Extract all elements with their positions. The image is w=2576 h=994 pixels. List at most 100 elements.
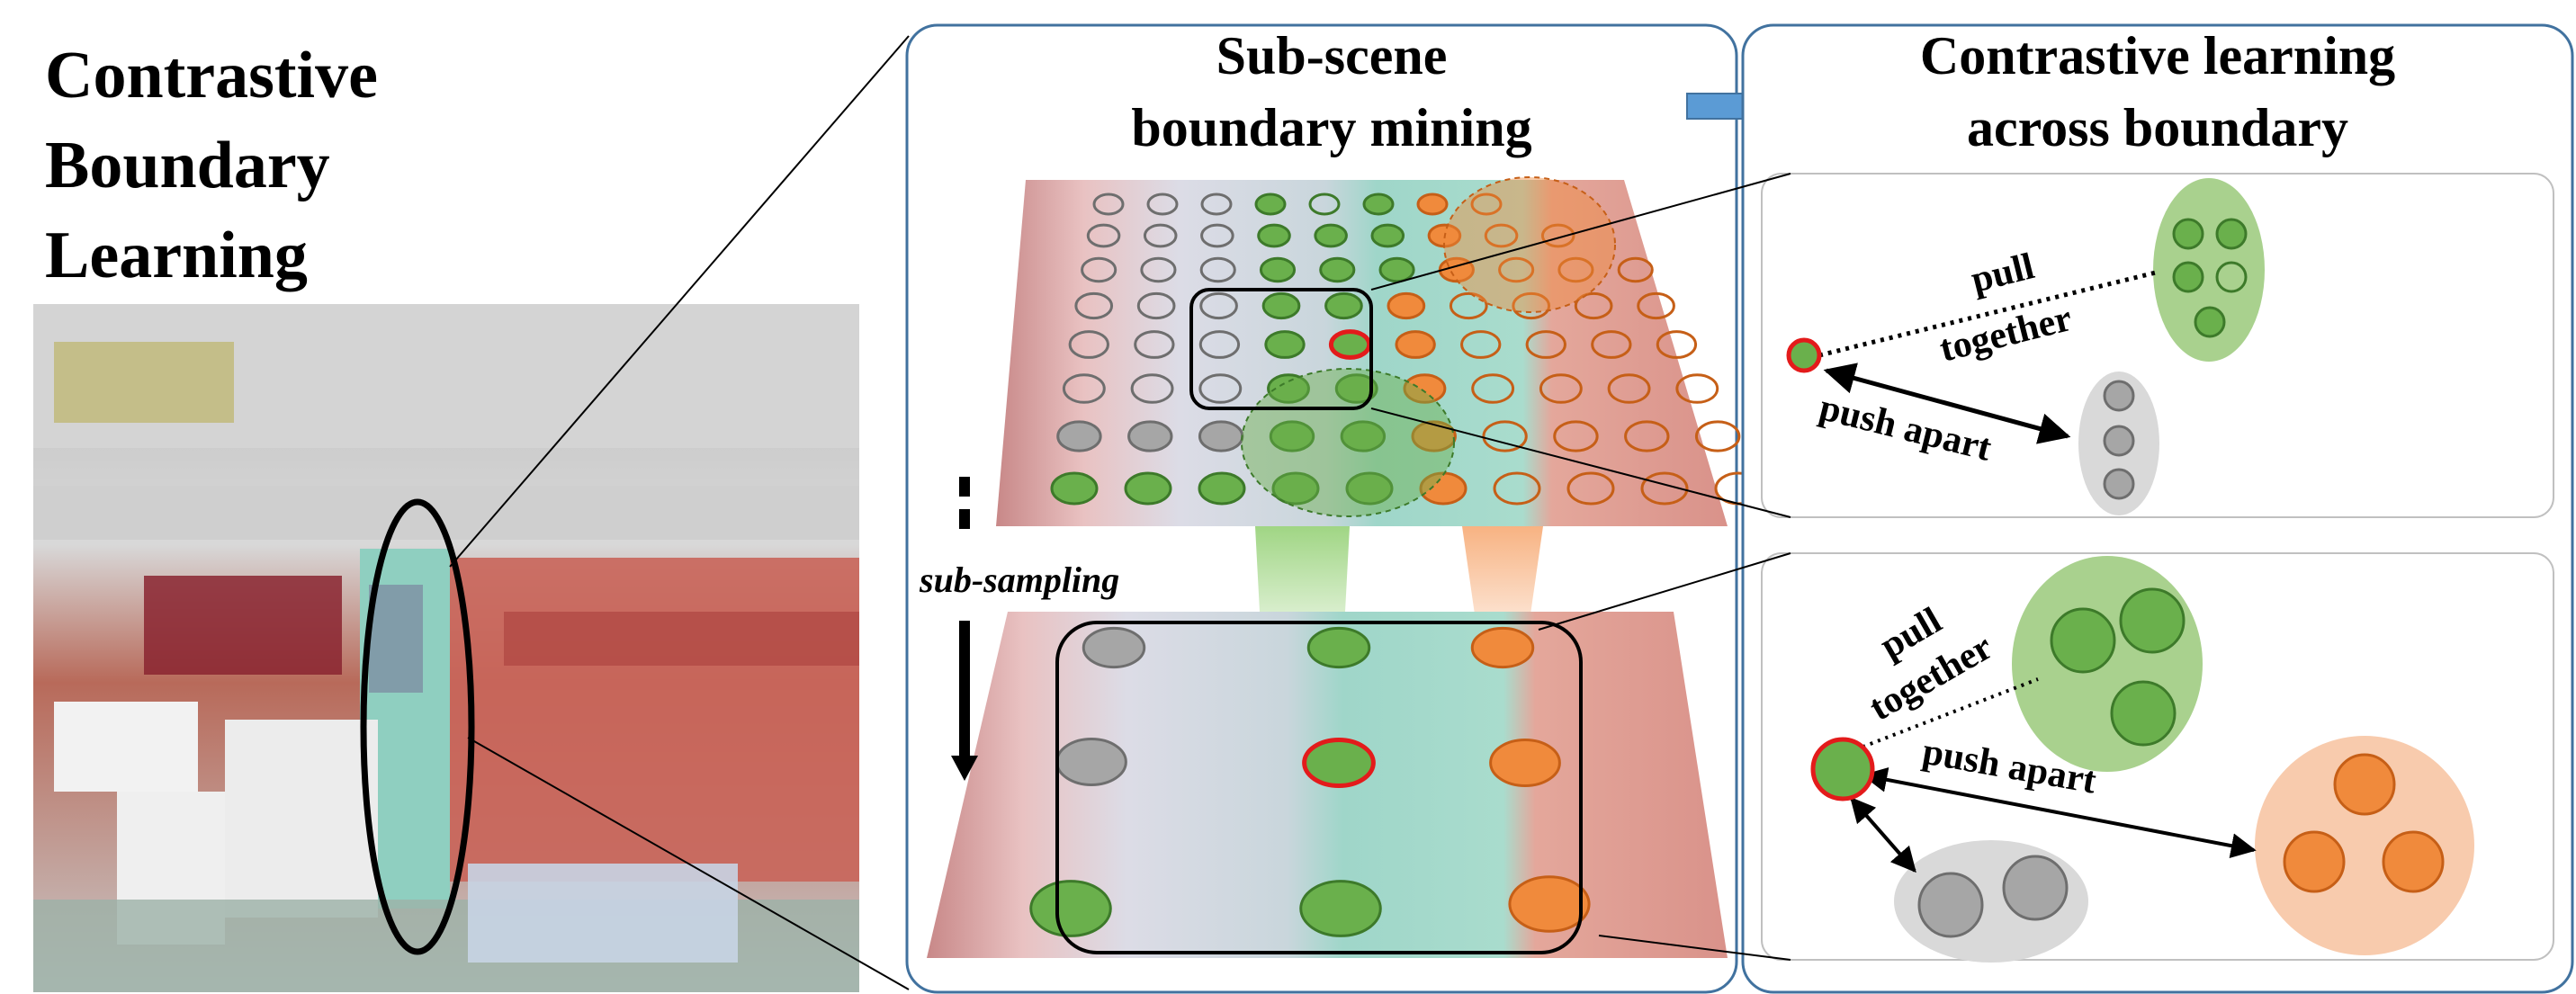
orange-point [2333,753,2396,816]
grid-point [1200,223,1234,248]
negative-point [2103,468,2135,500]
grid-point [1416,193,1449,216]
grid-point [1124,471,1172,506]
grid-point [1395,330,1436,359]
grid-point [1694,420,1741,452]
anchor-point [1786,337,1822,373]
grid-point [1411,420,1457,452]
grid-point [1092,193,1125,216]
grid-point [1553,420,1599,452]
grid-point [1134,330,1175,359]
grid-point [1068,330,1109,359]
grid-point [1200,193,1233,216]
pull-line-lower [1839,677,2039,757]
grid-point [1484,223,1519,248]
grid-point [1254,193,1287,216]
grid-point [1403,373,1447,404]
lower-cluster-points [1810,587,2445,938]
grid-point [1314,223,1348,248]
grid-point [1259,256,1297,283]
grid-point [1656,330,1698,359]
grid-point [1637,291,1675,320]
push-arrow-upper [1823,363,2071,444]
grid-point [1525,330,1566,359]
grid-point [1370,223,1405,248]
grid-point [1345,471,1394,506]
grid-point [1591,330,1632,359]
grid-point [1539,373,1583,404]
connector-lower-b [1598,935,1791,961]
grid-point [1261,291,1301,320]
grid-point [1143,223,1178,248]
grid-point [1136,291,1176,320]
push-arrow-lower-gray [1850,796,1916,873]
connector-upper-a [1370,173,1791,291]
grid-point [1557,256,1594,283]
main-title-line-2: Boundary [45,129,330,202]
grid-point [1378,256,1415,283]
main-title-line-3: Learning [45,219,308,292]
grid-point [1675,373,1719,404]
upper-point-grid [1050,193,1763,506]
grid-point [1617,256,1654,283]
positive-point [2215,218,2248,250]
grid-point [1624,420,1670,452]
grid-point [1482,420,1528,452]
sample-beam-green [1255,526,1350,612]
negative-point [1917,872,1984,938]
grid-point [1062,373,1106,404]
sampled-point [1489,739,1561,787]
main-title-line-1: Contrastive [45,39,378,112]
sampled-point [1055,738,1127,786]
upper-cluster-points [1786,218,2248,500]
contrast-box-upper [1761,173,2554,518]
positive-point [2119,587,2186,654]
grid-point [1470,193,1503,216]
push-arrow-lower-orange [1862,766,2257,859]
green-neighborhood [1241,368,1455,517]
positive-point [2172,261,2204,293]
negative-point [2103,425,2135,457]
lower-point-grid [1029,626,1591,937]
grid-point [1471,373,1515,404]
sample-beam-orange [1462,526,1543,621]
grid-point [1198,330,1241,359]
grid-point [1140,256,1177,283]
grid-point [1130,373,1174,404]
grid-point [1498,256,1535,283]
grid-point [1081,256,1117,283]
connector-upper-b [1370,407,1791,518]
grid-point [1146,193,1179,216]
grid-point [1640,471,1689,506]
anchor-point-upper [1328,329,1372,360]
sampled-point [1306,626,1371,669]
subsampling-arrow-head [951,756,978,781]
zoom-line-top [449,35,910,568]
grid-point [1362,193,1395,216]
grid-point [1340,420,1387,452]
anchor-point-lower [1302,738,1376,788]
positive-point [2194,306,2226,338]
grid-point [1086,223,1121,248]
grid-point [1198,420,1244,452]
grid-point [1449,291,1488,320]
negative-point [2103,380,2135,412]
positive-point [2215,261,2248,293]
grid-point [1056,420,1102,452]
scene-point-cloud-image [33,304,859,992]
grid-point [1334,373,1378,404]
negative-point [2002,855,2069,921]
grid-point [1308,193,1341,216]
scene-boundary-ellipse [360,498,475,955]
grid-point [1419,471,1468,506]
grid-point [1540,223,1575,248]
grid-point [1512,291,1551,320]
boundary-window-lower [1055,621,1583,954]
orange-neighborhood [1443,176,1616,313]
grid-point [1493,471,1541,506]
grid-point [1607,373,1651,404]
mining-title-line-2: boundary mining [1131,98,1531,157]
orange-point [2382,830,2445,893]
grid-point [1324,291,1363,320]
